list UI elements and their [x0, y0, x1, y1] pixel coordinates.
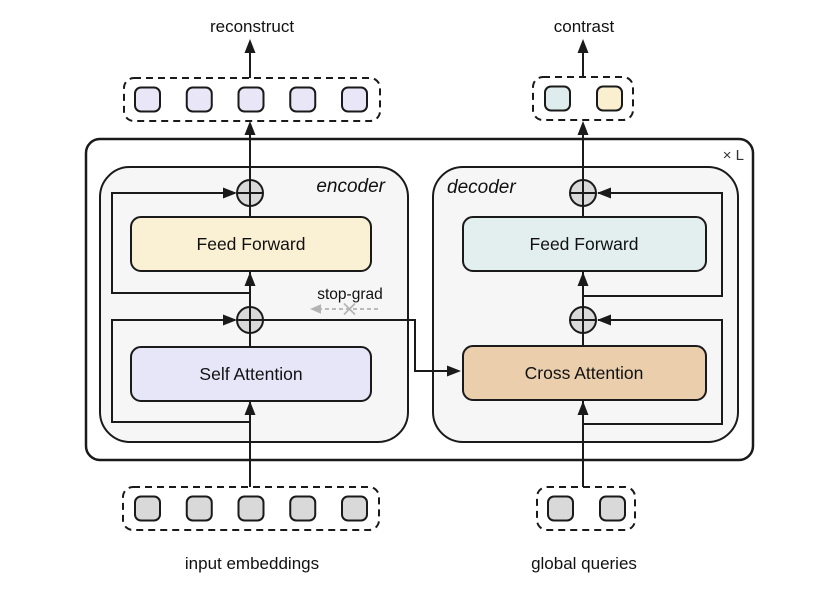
token-square	[289, 86, 317, 113]
layer-count-note: × L	[723, 147, 744, 164]
input-embeddings-label: input embeddings	[185, 554, 319, 573]
encoder-ff-add-icon	[236, 179, 264, 207]
stop-grad-cross-icon	[343, 302, 356, 316]
arrow-right-icon	[223, 314, 237, 326]
token-square	[134, 495, 161, 522]
plus-icon	[570, 180, 596, 206]
reconstruct-tokens	[134, 86, 368, 113]
decoder-ff-add-icon	[569, 179, 597, 207]
arrow-right-icon	[223, 187, 237, 199]
token-square	[341, 86, 368, 113]
arrow-up-icon	[577, 272, 589, 286]
input-embeddings-tokens	[134, 495, 368, 522]
global-queries-label: global queries	[531, 554, 637, 573]
token-square	[547, 495, 574, 522]
encoder-sa-add-icon	[236, 306, 264, 334]
reconstruct-label: reconstruct	[210, 17, 294, 36]
arrow-right-icon	[447, 365, 461, 377]
token-square	[237, 495, 265, 522]
decoder-feed-forward-box	[462, 216, 707, 272]
stop-grad-label: stop-grad	[317, 286, 382, 303]
arrowheads	[223, 39, 611, 415]
encoder-ff-residual-connection	[111, 192, 250, 294]
decoder-feed-forward-label: Feed Forward	[530, 234, 639, 254]
plus-icon	[570, 307, 596, 333]
arrow-up-icon	[577, 39, 589, 53]
cross-attention-box	[462, 345, 707, 401]
encoder-feed-forward-box	[130, 216, 372, 272]
token-square	[289, 495, 317, 522]
token-square	[185, 495, 213, 522]
encoder-label: encoder	[316, 176, 385, 197]
plus-icon	[237, 180, 263, 206]
stop-grad-arrow-left-icon	[310, 304, 321, 314]
arrow-left-icon	[597, 314, 611, 326]
self-attention-box	[130, 346, 372, 402]
arrow-up-icon	[244, 39, 256, 53]
decoder-ff-residual-connection	[583, 192, 723, 297]
encoder-sa-residual-connection	[111, 319, 250, 423]
contrast-tokens	[544, 85, 623, 112]
token-square	[544, 85, 571, 112]
contrast-label: contrast	[554, 17, 615, 36]
encoder-to-decoder-link	[263, 319, 455, 372]
cross-attention-label: Cross Attention	[525, 363, 644, 383]
stop-grad-indicator	[310, 302, 378, 316]
decoder-label: decoder	[447, 177, 516, 198]
token-square	[341, 495, 368, 522]
decoder-ca-residual-connection	[583, 319, 723, 425]
encoder-feed-forward-label: Feed Forward	[197, 234, 306, 254]
token-square	[185, 86, 213, 113]
token-square	[599, 495, 626, 522]
arrow-up-icon	[244, 121, 256, 135]
arrow-up-icon	[244, 401, 256, 415]
plus-icon	[237, 307, 263, 333]
arrow-up-icon	[577, 401, 589, 415]
token-square	[596, 85, 623, 112]
decoder-ca-add-icon	[569, 306, 597, 334]
token-square	[134, 86, 161, 113]
arrow-up-icon	[577, 121, 589, 135]
arrow-left-icon	[597, 187, 611, 199]
self-attention-label: Self Attention	[199, 364, 302, 384]
global-queries-tokens	[547, 495, 626, 522]
arrow-up-icon	[244, 272, 256, 286]
token-square	[237, 86, 265, 113]
